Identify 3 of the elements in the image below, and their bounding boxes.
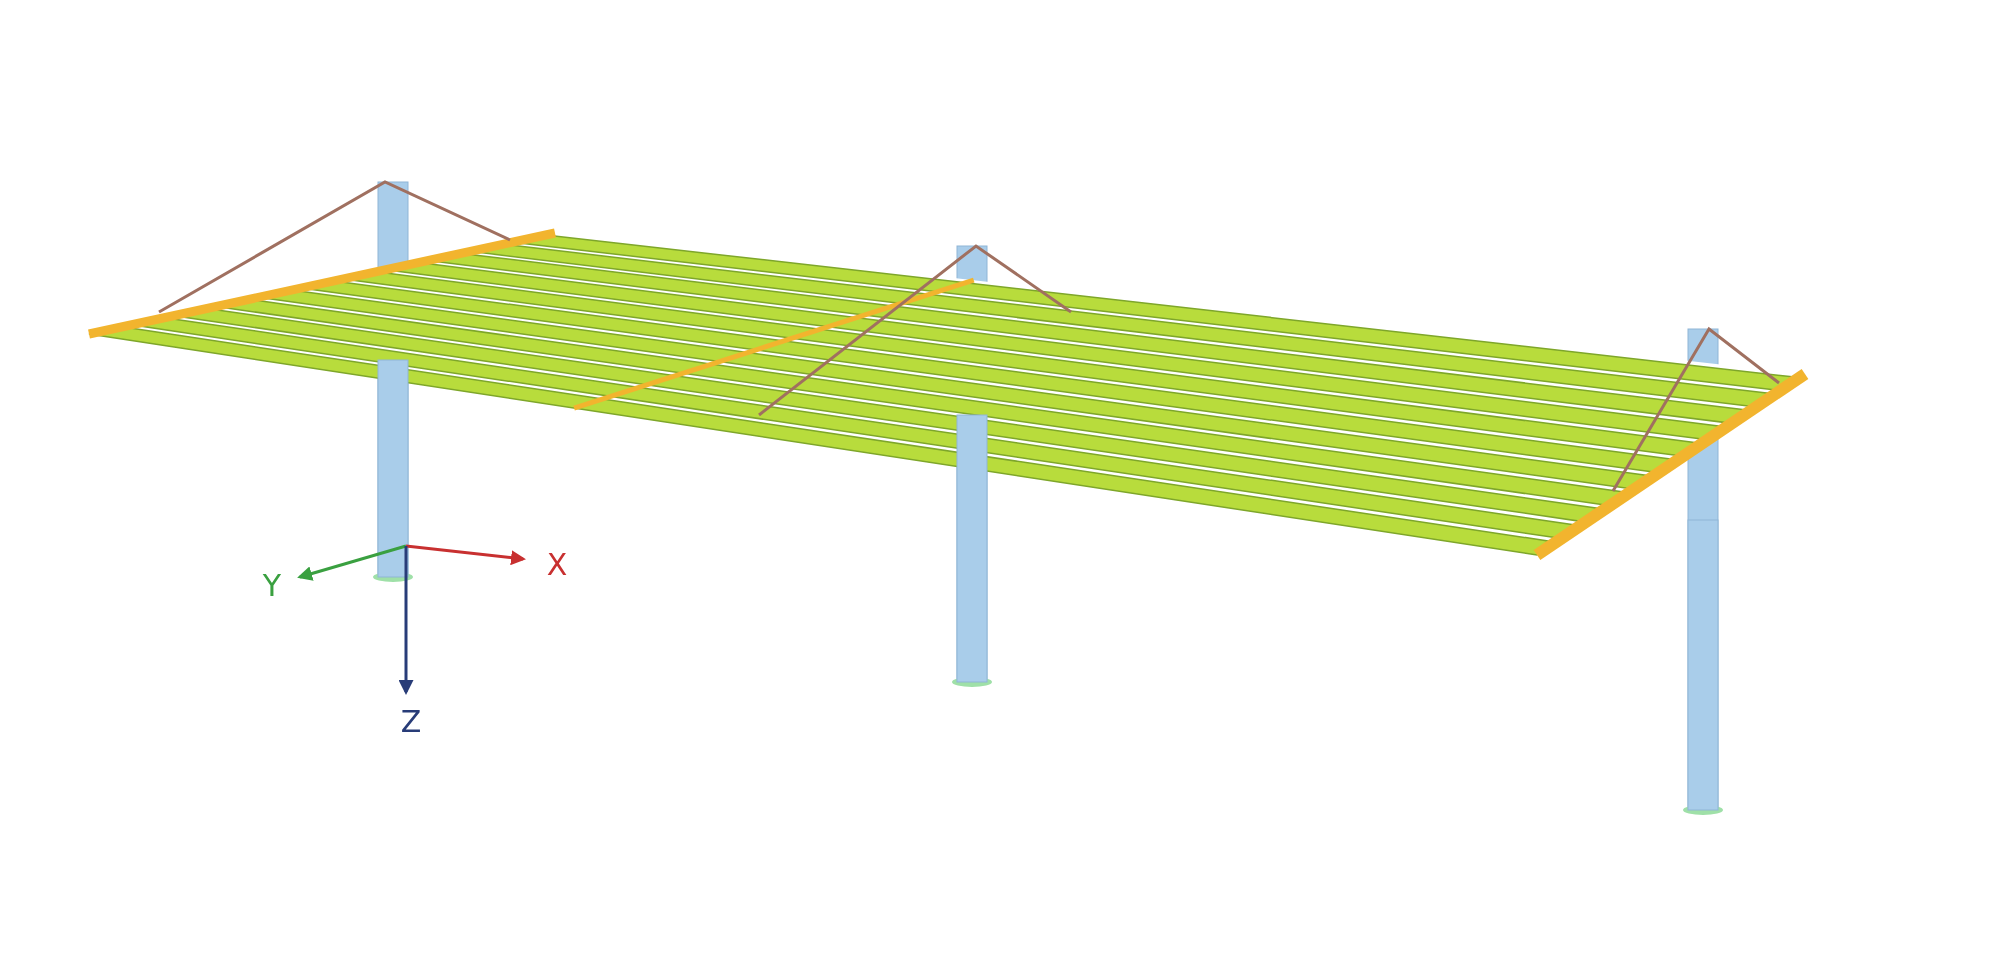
axis-label: X — [546, 550, 568, 580]
axis-label: Y — [262, 571, 282, 601]
axis-label: Z — [400, 707, 422, 737]
